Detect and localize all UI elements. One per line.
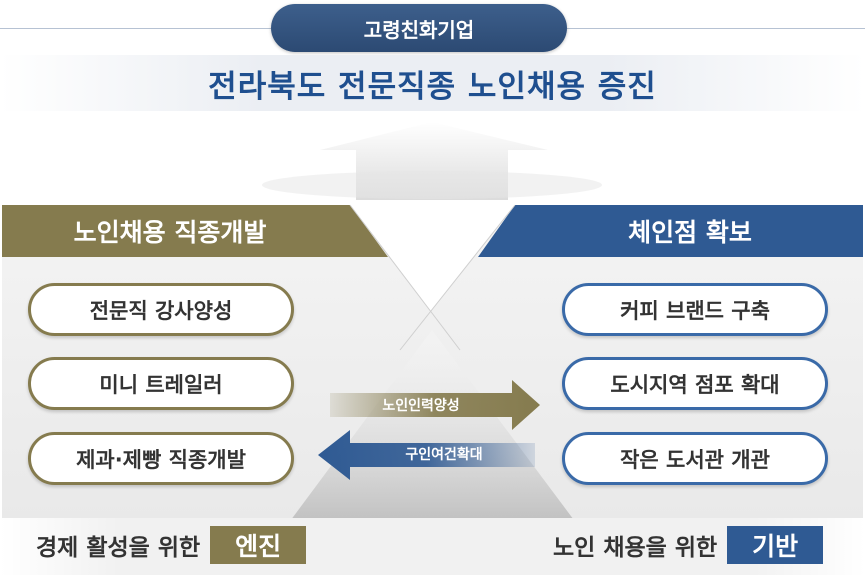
page-title: 전라북도 전문직종 노인채용 증진 [0, 55, 865, 111]
left-item-1: 전문직 강사양성 [28, 283, 294, 336]
left-panel-heading: 노인채용 직종개발 [73, 218, 267, 247]
right-panel-heading: 체인점 확보 [628, 218, 752, 247]
left-caption-text: 경제 활성을 위한 [36, 535, 201, 561]
arrow-label-to-left: 구인여건확대 [405, 447, 483, 463]
up-arrow-shape [262, 122, 602, 200]
right-caption-text: 노인 채용을 위한 [553, 535, 718, 561]
right-item-3: 작은 도서관 개관 [562, 432, 828, 485]
left-header-bar [2, 205, 388, 257]
right-item-1: 커피 브랜드 구축 [562, 283, 828, 336]
right-item-2: 도시지역 점포 확대 [562, 357, 828, 410]
arrow-label-to-right: 노인인력양성 [382, 398, 460, 414]
gold-arrow-shape [330, 380, 540, 430]
right-header-bar [478, 205, 863, 257]
badge-divider-left [0, 28, 271, 29]
left-caption-tag: 엔진 [210, 526, 307, 564]
left-item-2: 미니 트레일러 [28, 357, 294, 410]
blue-arrow-shape [318, 430, 535, 480]
category-badge: 고령친화기업 [271, 4, 567, 52]
badge-divider-right [567, 28, 865, 29]
right-caption: 노인 채용을 위한 기반 [553, 522, 824, 568]
right-caption-tag: 기반 [727, 526, 824, 564]
left-caption: 경제 활성을 위한 엔진 [36, 522, 307, 568]
left-item-3: 제과·제빵 직종개발 [28, 432, 294, 485]
